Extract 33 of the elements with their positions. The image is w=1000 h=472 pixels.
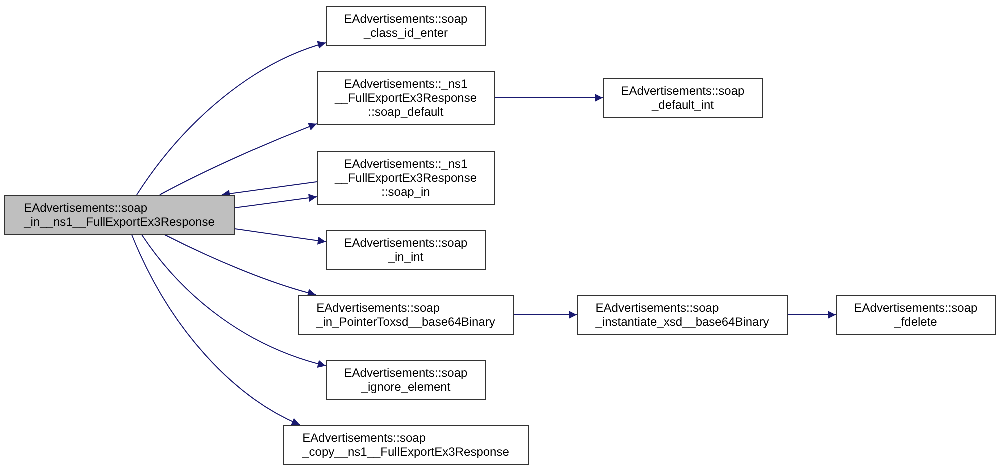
function-name: EAdvertisements::soap _ignore_element — [344, 366, 468, 394]
function-box — [577, 295, 788, 335]
arrow — [160, 123, 318, 196]
function-box — [326, 6, 486, 46]
function-box — [326, 230, 486, 270]
function-name: EAdvertisements::soap _in_int — [344, 236, 468, 264]
arrow — [234, 228, 326, 245]
function-name: EAdvertisements::soap _in_PointerToxsd__base64Binary — [316, 301, 496, 329]
arrow — [514, 311, 578, 319]
arrow — [222, 182, 318, 198]
function-box — [836, 295, 996, 335]
function-box — [317, 151, 495, 205]
function-name: EAdvertisements::soap _copy__ns1__FullExportEx3Response — [302, 431, 510, 459]
arrow — [494, 94, 604, 102]
function-box — [603, 78, 763, 118]
arrow — [142, 234, 326, 368]
function-name: EAdvertisements::_ns1 __FullExportEx3Response ::soap_default — [334, 77, 478, 119]
arrow — [132, 234, 300, 426]
function-box — [4, 195, 235, 235]
function-name: EAdvertisements::soap _in__ns1__FullExportEx3Response — [24, 201, 215, 229]
function-name: EAdvertisements::_ns1 __FullExportEx3Response ::soap_in — [334, 157, 478, 199]
arrow — [136, 42, 326, 196]
function-name: EAdvertisements::soap _instantiate_xsd__base64Binary — [596, 301, 770, 329]
arrow — [788, 311, 836, 319]
function-box — [326, 360, 486, 400]
arrow — [234, 194, 318, 208]
function-box — [283, 425, 529, 465]
function-name: EAdvertisements::soap _fdelete — [854, 301, 978, 329]
function-box — [298, 295, 514, 335]
arrow — [164, 234, 316, 297]
function-name: EAdvertisements::soap _class_id_enter — [344, 12, 468, 40]
function-box — [317, 71, 495, 125]
function-name: EAdvertisements::soap _default_int — [621, 84, 745, 112]
